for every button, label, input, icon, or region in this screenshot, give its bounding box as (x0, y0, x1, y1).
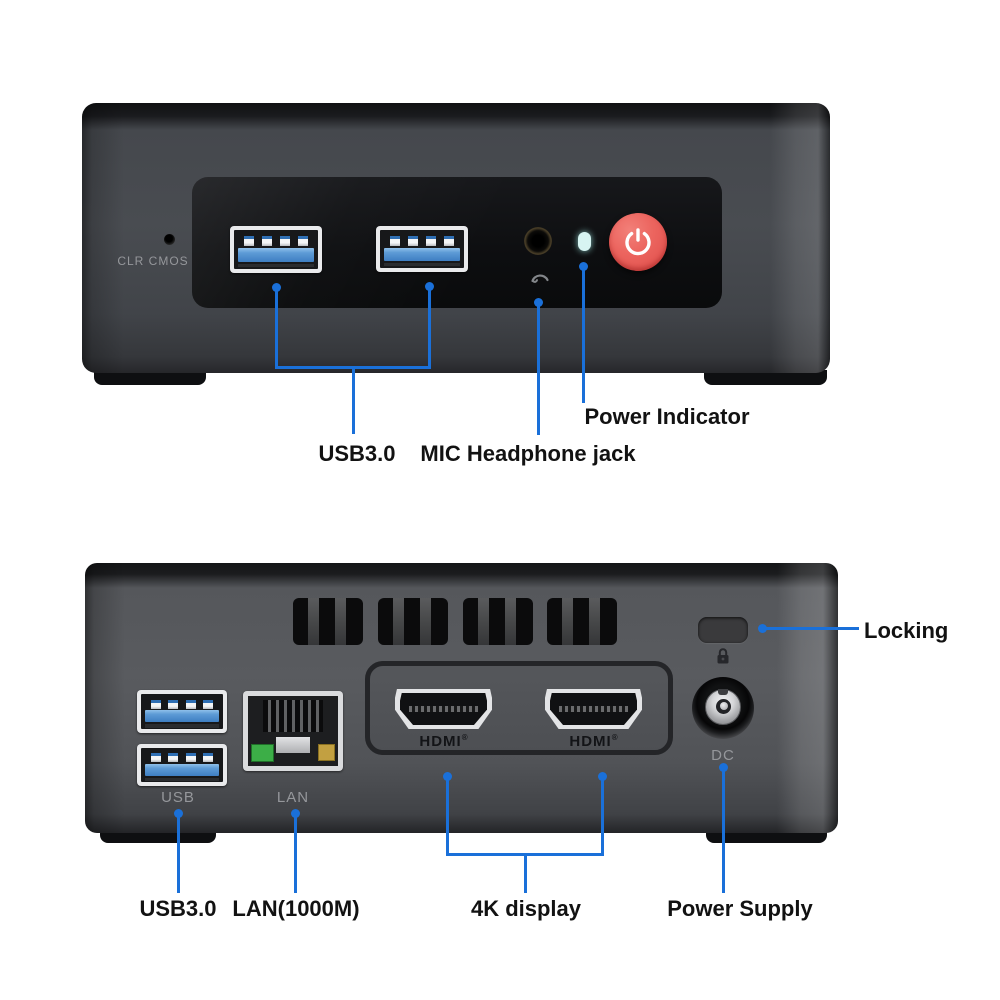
dc-power-jack (692, 677, 754, 739)
usb3-blue-tongue (145, 710, 219, 723)
vent-3 (463, 598, 533, 645)
callout-dot-hdmi1 (443, 772, 452, 781)
lan-cavity (248, 696, 338, 766)
clr-cmos-silkscreen: CLR CMOS (117, 254, 189, 268)
callout-line-dc (722, 771, 725, 893)
lan-silkscreen: LAN (276, 789, 310, 806)
callout-line-hdmi2 (601, 780, 604, 855)
usb-port-front-1 (230, 226, 322, 273)
vent-4 (547, 598, 617, 645)
usb-cavity (380, 230, 464, 268)
dc-silkscreen: DC (711, 747, 735, 764)
usb-port-rear-1 (137, 690, 227, 733)
label-power-indicator: Power Indicator (584, 404, 750, 429)
hdmi-port-2 (545, 689, 642, 729)
lan-led-amber (318, 744, 335, 761)
usb-cavity (141, 694, 223, 729)
callout-line-usb-bridge (275, 366, 431, 369)
callout-line-hdmi-bridge (446, 853, 604, 856)
hdmi-port-1 (395, 689, 492, 729)
callout-dot-usb2 (425, 282, 434, 291)
callout-dot-usb1 (272, 283, 281, 292)
usb3-blue-tongue (384, 247, 460, 261)
headphone-jack (524, 227, 552, 255)
callout-line-usb2 (428, 290, 431, 368)
vent-2 (378, 598, 448, 645)
callout-line-usb-rear (177, 817, 180, 893)
lan-led-green (251, 744, 274, 762)
usb-cavity (234, 230, 318, 269)
label-mic-headphone: MIC Headphone jack (420, 441, 636, 466)
power-icon (625, 228, 651, 256)
front-foot-left (94, 370, 206, 385)
lan-port (243, 691, 343, 771)
power-led (578, 232, 591, 251)
usb3-blue-tongue (145, 763, 219, 776)
callout-line-lan (294, 817, 297, 893)
callout-dot-locking (758, 624, 767, 633)
callout-dot-usb-rear (174, 809, 183, 818)
callout-line-hdmi-drop (524, 855, 527, 893)
usb-port-rear-2 (137, 744, 227, 786)
callout-dot-led (579, 262, 588, 271)
callout-line-usb-drop (352, 368, 355, 434)
label-4k-display: 4K display (470, 896, 582, 921)
callout-dot-lan (291, 809, 300, 818)
callout-dot-mic (534, 298, 543, 307)
callout-line-usb1 (275, 290, 278, 368)
callout-line-led (582, 270, 585, 403)
hdmi-silkscreen-2: HDMI® (569, 733, 619, 750)
label-locking: Locking (864, 618, 949, 643)
callout-line-locking (766, 627, 859, 630)
label-lan-1000m: LAN(1000M) (232, 896, 360, 921)
power-button (609, 213, 667, 271)
lan-pin-comb (263, 700, 323, 733)
dc-barrel (705, 689, 741, 725)
headphone-icon (531, 274, 549, 283)
callout-dot-hdmi2 (598, 772, 607, 781)
hdmi-silkscreen-1: HDMI® (419, 733, 469, 750)
lock-icon (717, 648, 729, 664)
label-usb3-front: USB3.0 (318, 441, 396, 466)
lan-clip-tab (275, 736, 311, 754)
usb-cavity (141, 748, 223, 782)
front-foot-right (704, 370, 827, 385)
label-power-supply: Power Supply (667, 896, 813, 921)
usb-port-front-2 (376, 226, 468, 272)
vent-1 (293, 598, 363, 645)
callout-line-mic (537, 306, 540, 435)
usb-silkscreen: USB (161, 789, 195, 806)
callout-line-hdmi1 (446, 780, 449, 855)
label-usb3-rear: USB3.0 (139, 896, 217, 921)
cmos-reset-pinhole (164, 234, 175, 245)
kensington-lock-slot (698, 617, 748, 643)
callout-dot-dc (719, 763, 728, 772)
usb3-blue-tongue (238, 248, 314, 262)
